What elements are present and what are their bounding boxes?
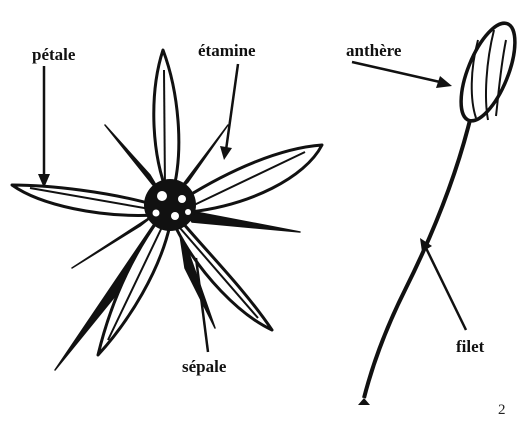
figure-number: 2 bbox=[498, 402, 506, 418]
anther-arrow-line bbox=[352, 62, 440, 82]
stamen-tip bbox=[185, 209, 191, 215]
flower-center bbox=[144, 179, 196, 231]
label-sepal: sépale bbox=[182, 357, 227, 376]
label-anther: anthère bbox=[346, 41, 402, 60]
filament-base bbox=[358, 398, 370, 405]
anther-arrow-head bbox=[436, 76, 452, 88]
flower-center-disc bbox=[144, 179, 196, 231]
filament-arrow-line bbox=[426, 248, 466, 330]
stamen-tip bbox=[178, 195, 186, 203]
stamen-tip bbox=[157, 191, 167, 201]
petal-top bbox=[154, 50, 179, 195]
stamen-tip bbox=[171, 212, 179, 220]
filament-stalk bbox=[364, 120, 470, 398]
stamen-arrow-line bbox=[226, 64, 238, 150]
label-filament: filet bbox=[456, 337, 485, 356]
stamen-drawing bbox=[352, 16, 518, 405]
label-petal: pétale bbox=[32, 45, 76, 64]
flower-drawing bbox=[12, 50, 322, 370]
stamen-tip bbox=[153, 210, 160, 217]
stamen-arrow-head bbox=[220, 146, 232, 160]
sepal-right bbox=[185, 210, 300, 232]
label-stamen: étamine bbox=[198, 41, 256, 60]
anther-head bbox=[450, 16, 518, 127]
